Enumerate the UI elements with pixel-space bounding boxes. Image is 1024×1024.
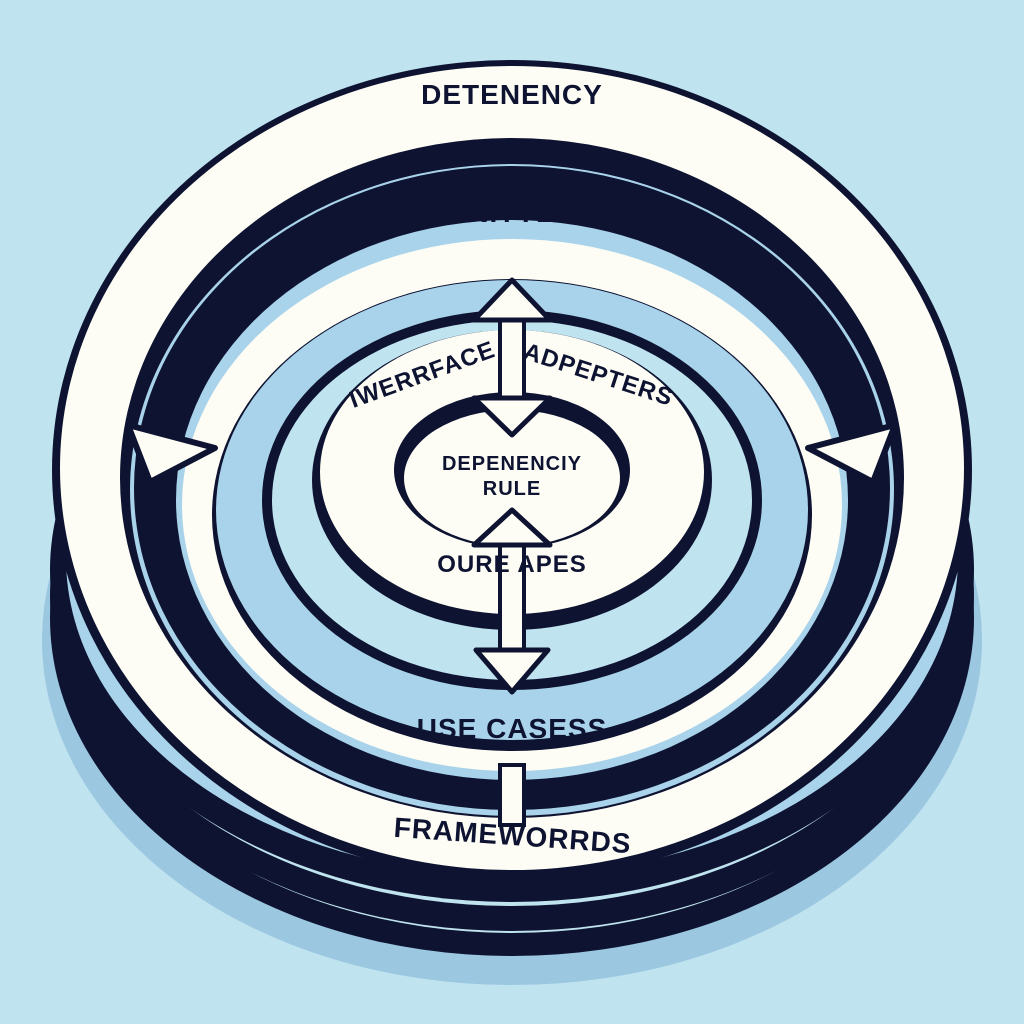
inner-ring <box>312 330 712 630</box>
arrow-right-icon <box>805 422 898 485</box>
bottom-connector <box>498 763 526 827</box>
label-use-cases: USE CASESS <box>417 713 608 744</box>
label-center-line1: DEPENENCIY <box>442 453 582 475</box>
label-entities: ENITYES <box>449 197 576 228</box>
label-drivers: & DRVERS <box>436 873 588 904</box>
label-inner-bottom: OURE APES <box>437 551 586 578</box>
double-arrow-icon <box>471 277 553 438</box>
label-center-line2: RULE <box>483 478 541 500</box>
arrow-left-icon <box>125 422 218 485</box>
arrow-down-icon <box>471 507 553 695</box>
label-outer-top: DETENENCY <box>421 79 603 110</box>
